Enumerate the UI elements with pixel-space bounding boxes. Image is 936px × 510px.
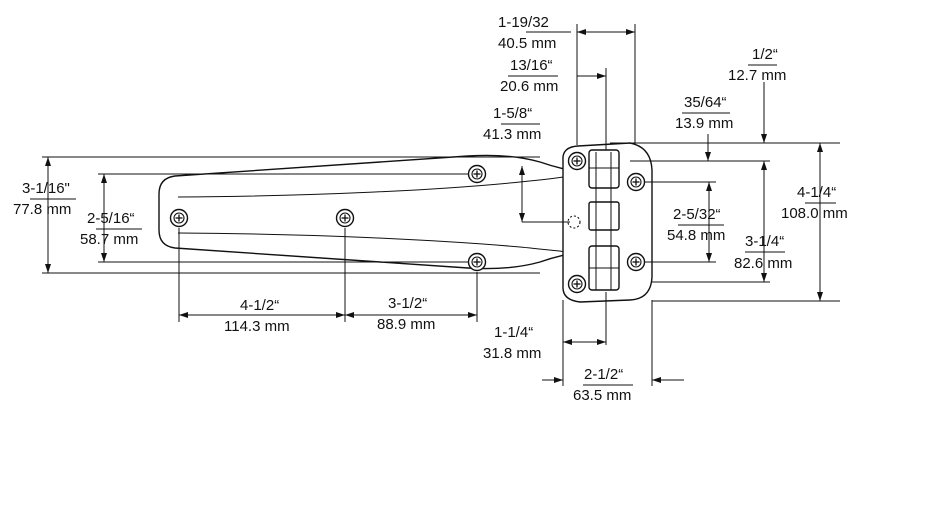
dim-35-64-metric: 13.9 mm xyxy=(675,115,733,132)
dim-4-1-2-imperial: 4-1/2“ xyxy=(240,297,279,314)
screw-icon xyxy=(626,172,646,192)
dim-3-1-4-imperial: 3-1/4“ xyxy=(745,233,784,250)
dim-3-1-4-metric: 82.6 mm xyxy=(734,255,792,272)
dim-2-1-2-imperial: 2-1/2“ xyxy=(584,366,623,383)
dim-2-5-16-metric: 58.7 mm xyxy=(80,231,138,248)
dim-13-16-metric: 20.6 mm xyxy=(500,78,558,95)
dim-1-19-32-imperial: 1-19/32 xyxy=(498,14,549,31)
screw-icon xyxy=(626,252,646,272)
dimension-lines xyxy=(42,24,840,386)
barrel-upper xyxy=(588,149,620,189)
dim-1-5-8-imperial: 1-5/8“ xyxy=(493,105,532,122)
screw-icon xyxy=(467,252,487,272)
dim-1-1-4-imperial: 1-1/4“ xyxy=(494,324,533,341)
screw-icon xyxy=(467,164,487,184)
screw-icon xyxy=(567,151,587,171)
strap-outline xyxy=(158,154,591,270)
dim-4-1-2-metric: 114.3 mm xyxy=(224,318,290,335)
hinge-body xyxy=(158,142,653,303)
dim-3-1-2-imperial: 3-1/2“ xyxy=(388,295,427,312)
dim-2-5-32-imperial: 2-5/32“ xyxy=(673,206,721,223)
dim-13-16-imperial: 13/16“ xyxy=(510,57,553,74)
barrel-middle xyxy=(588,201,620,231)
screw-icon xyxy=(169,208,189,228)
dim-1-19-32-metric: 40.5 mm xyxy=(498,35,556,52)
dim-2-5-32-metric: 54.8 mm xyxy=(667,227,725,244)
dim-3-1-16-imperial: 3-1/16" xyxy=(22,180,70,197)
dim-4-1-4-imperial: 4-1/4“ xyxy=(797,184,836,201)
dim-1-5-8-metric: 41.3 mm xyxy=(483,126,541,143)
dim-1-2-imperial: 1/2“ xyxy=(752,46,778,63)
dimension-labels: 1-19/32 40.5 mm 13/16“ 20.6 mm 1-5/8“ 41… xyxy=(13,14,848,404)
screw-icon xyxy=(567,274,587,294)
dim-2-1-2-metric: 63.5 mm xyxy=(573,387,631,404)
hidden-pivot-circle xyxy=(567,215,581,229)
dim-35-64-imperial: 35/64“ xyxy=(684,94,727,111)
dim-3-1-2-metric: 88.9 mm xyxy=(377,316,435,333)
dim-2-5-16-imperial: 2-5/16“ xyxy=(87,210,135,227)
dim-1-2-metric: 12.7 mm xyxy=(728,67,786,84)
screw-icon xyxy=(335,208,355,228)
dim-3-1-16-metric: 77.8 mm xyxy=(13,201,71,218)
dim-4-1-4-metric: 108.0 mm xyxy=(781,205,848,222)
dim-1-1-4-metric: 31.8 mm xyxy=(483,345,541,362)
